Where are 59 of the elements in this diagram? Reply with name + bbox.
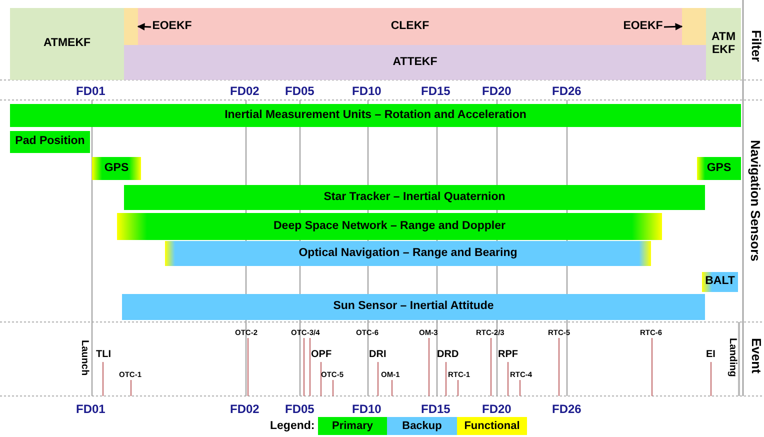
filter-box [10,8,124,80]
legend-item: Functional [457,417,527,435]
sensor-bar [10,131,90,153]
day-label: FD15 [421,402,450,416]
day-label: FD02 [230,402,260,416]
bar-label: Deep Space Network – Range and Doppler [274,220,506,234]
arrow [664,22,683,30]
bar-label: ATMEKF [43,37,91,51]
filter-bar [124,8,138,45]
event-label: Launch [79,340,90,376]
filter-box [138,8,682,45]
filter-bar [682,8,706,45]
sensor-bar [165,241,651,266]
day-label: FD10 [352,84,382,98]
sensor-bar [122,294,705,320]
section-title: Navigation Sensors [748,140,763,262]
event-label: EI [706,349,716,360]
filter-label: EOEKF [153,18,191,36]
sensor-bar [10,104,741,127]
event-label: Landing [727,338,738,377]
bar-label: ATM EKF [710,30,737,58]
legend-item: Backup [387,417,457,435]
bar-label: GPS [706,162,732,176]
arrow [137,23,152,30]
day-label: FD15 [421,84,450,98]
event-label: RPF [498,349,518,360]
sensor-bar [124,185,705,210]
day-label: FD10 [352,402,382,416]
bar-label: ATTEKF [392,56,438,70]
bar-label: Sun Sensor – Inertial Attitude [333,300,494,314]
day-label: FD01 [76,402,106,416]
bar-label: Star Tracker – Inertial Quaternion [324,190,506,204]
event-label: TLI [96,349,111,360]
bar-label: CLEKF [390,20,430,34]
day-label: FD26 [552,402,582,416]
filter-box [706,8,741,80]
bar-label: Optical Navigation – Range and Bearing [298,246,518,260]
event-label: DRI [369,349,386,360]
bar-label: Pad Position [15,135,85,149]
legend-title: Legend: [270,420,315,434]
filter-label: EOEKF [624,18,662,36]
sensor-bar [117,213,662,240]
day-label: FD20 [482,84,512,98]
day-label: FD20 [482,402,512,416]
day-label: FD02 [230,84,260,98]
bar-label: GPS [104,162,129,176]
section-title: Event [749,338,764,374]
sensor-bar [92,157,141,180]
sensor-bar [697,157,741,180]
filter-box [124,45,706,80]
event-label: DRD [437,349,459,360]
legend-item: Primary [318,417,387,435]
day-label: FD05 [285,84,314,98]
day-label: FD26 [552,84,582,98]
section-title: Filter [749,30,764,62]
event-label: OPF [311,349,332,360]
day-label: FD05 [285,402,314,416]
day-label: FD01 [76,84,106,98]
bar-label: Inertial Measurement Units – Rotation and Acceleration [224,108,526,122]
